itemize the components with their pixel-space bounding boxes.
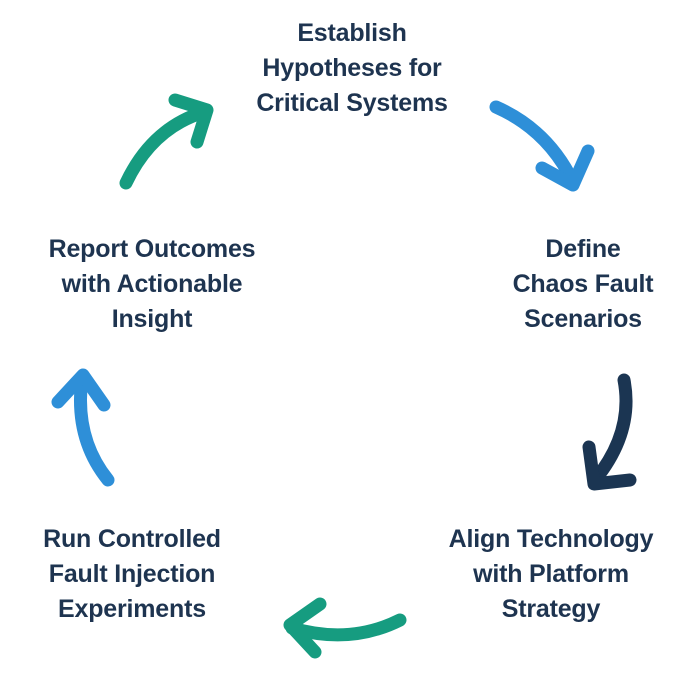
step-4: Run Controlled Fault Injection Experimen… [43,522,221,627]
arrow-step-2-to-step-3 [582,373,637,491]
step-3-line-1: Align Technology [448,525,654,553]
arrow-head [283,597,327,659]
step-5: Report Outcomes with Actionable Insight [49,232,256,337]
step-2: Define Chaos Fault Scenarios [513,232,654,337]
arrow-shaft [588,373,633,487]
arrow-step-4-to-step-5 [51,368,115,487]
step-5-line-2: with Actionable [61,270,243,298]
step-2-line-2: Chaos Fault [512,270,654,298]
step-1-line-3: Critical Systems [256,89,448,117]
arrow-shaft [119,105,211,190]
step-3: Align Technology with Platform Strategy [449,522,654,627]
arrow-head [582,440,637,491]
arrow-step-1-to-step-2 [489,100,595,192]
arrow-step-5-to-step-1 [119,93,214,190]
arrow-head [535,144,595,192]
step-3-line-3: Strategy [501,595,601,623]
arrow-head [168,93,214,149]
step-2-line-3: Scenarios [524,305,642,333]
step-2-line-1: Define [545,235,621,263]
step-4-line-1: Run Controlled [43,525,221,553]
step-4-line-3: Experiments [58,595,206,623]
step-1: Establish Hypotheses for Critical System… [256,16,448,121]
arrow-step-3-to-step-4 [283,597,407,659]
step-5-line-1: Report Outcomes [48,235,256,263]
step-1-line-2: Hypotheses for [262,54,442,82]
step-5-line-3: Insight [111,305,193,333]
arrow-head [51,368,111,412]
arrow-shaft [73,371,115,487]
arrow-shaft [285,613,407,642]
step-1-line-1: Establish [297,19,407,47]
arrow-shaft [489,100,580,189]
step-4-line-2: Fault Injection [48,560,216,588]
step-3-line-2: with Platform [473,560,629,588]
